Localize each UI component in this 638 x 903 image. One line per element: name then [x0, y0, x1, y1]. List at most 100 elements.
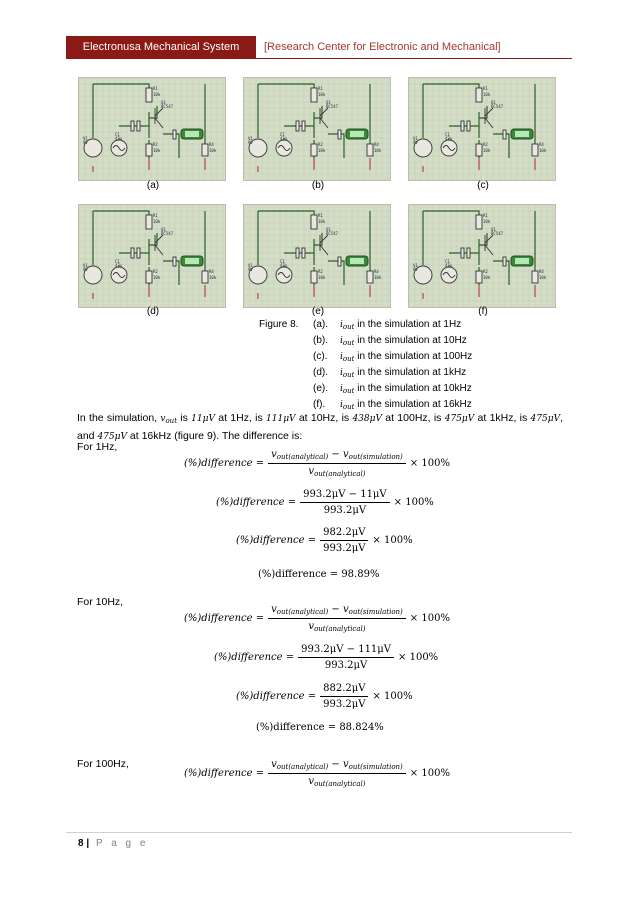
svg-text:10k: 10k	[539, 275, 547, 280]
svg-text:10k: 10k	[374, 148, 382, 153]
svg-text:9V: 9V	[83, 140, 88, 145]
svg-text:10k: 10k	[153, 275, 161, 280]
body-paragraph: In the simulation, vout is 11μV at 1Hz, …	[77, 412, 563, 442]
svg-text:BC547: BC547	[326, 231, 339, 236]
svg-text:R4: R4	[374, 269, 379, 274]
svg-text:10k: 10k	[209, 275, 217, 280]
svg-text:10k: 10k	[318, 148, 326, 153]
figure-caption-prefix: Figure 8.	[259, 319, 299, 330]
caption-item: (f).iout in the simulation at 16kHz	[313, 399, 472, 411]
svg-text:Q1: Q1	[326, 100, 331, 105]
sub-label-d: (d)	[146, 306, 160, 317]
svg-text:10k: 10k	[153, 92, 161, 97]
header-center-title: [Research Center for Electronic and Mech…	[264, 41, 501, 53]
equation-1hz-result: (%)difference = 98.89%	[258, 569, 380, 580]
svg-text:R4: R4	[209, 142, 214, 147]
footer: 8 | P a g e	[78, 838, 148, 849]
svg-text:C1: C1	[445, 259, 450, 264]
equation-10hz-general: (%)difference = vout(analytical) − vout(…	[184, 604, 450, 633]
svg-text:R4: R4	[539, 269, 544, 274]
svg-text:R2: R2	[483, 269, 488, 274]
svg-text:47u: 47u	[280, 263, 288, 268]
svg-text:Q1: Q1	[161, 227, 166, 232]
svg-text:R1: R1	[153, 86, 158, 91]
svg-text:V1: V1	[248, 263, 253, 268]
svg-text:R2: R2	[318, 269, 323, 274]
for-100hz-label: For 100Hz,	[77, 758, 129, 770]
svg-text:Q1: Q1	[491, 100, 496, 105]
svg-text:10k: 10k	[153, 219, 161, 224]
sub-label-e: (e)	[311, 306, 325, 317]
caption-item: (a).iout in the simulation at 1Hz	[313, 319, 462, 331]
svg-text:10k: 10k	[318, 219, 326, 224]
svg-text:10k: 10k	[318, 92, 326, 97]
svg-text:9V: 9V	[413, 267, 418, 272]
svg-text:9V: 9V	[248, 140, 253, 145]
svg-text:BC547: BC547	[491, 231, 504, 236]
sub-label-c: (c)	[477, 180, 489, 191]
svg-text:C1: C1	[280, 132, 285, 137]
svg-text:V1: V1	[83, 136, 88, 141]
svg-text:R1: R1	[318, 213, 323, 218]
svg-text:10k: 10k	[318, 275, 326, 280]
caption-item: (d).iout in the simulation at 1kHz	[313, 367, 467, 379]
footer-separator: |	[86, 838, 90, 849]
svg-text:C1: C1	[115, 259, 120, 264]
figure-caption-list: (a).iout in the simulation at 1Hz (b).io…	[313, 318, 472, 414]
footer-rule	[66, 832, 572, 833]
svg-text:C1: C1	[115, 132, 120, 137]
svg-text:R4: R4	[539, 142, 544, 147]
equation-100hz-general: (%)difference = vout(analytical) − vout(…	[184, 759, 450, 788]
sub-label-b: (b)	[311, 180, 325, 191]
svg-text:10k: 10k	[539, 148, 547, 153]
svg-text:R2: R2	[318, 142, 323, 147]
page-label: P a g e	[95, 838, 149, 849]
svg-text:10k: 10k	[483, 219, 491, 224]
for-10hz-label: For 10Hz,	[77, 596, 124, 608]
svg-text:C1: C1	[445, 132, 450, 137]
svg-text:BC547: BC547	[491, 104, 504, 109]
svg-text:R1: R1	[483, 86, 488, 91]
svg-text:Q1: Q1	[326, 227, 331, 232]
caption-item: (c).iout in the simulation at 100Hz	[313, 351, 473, 363]
svg-text:R2: R2	[153, 269, 158, 274]
svg-text:9V: 9V	[248, 267, 253, 272]
svg-text:V1: V1	[83, 263, 88, 268]
svg-text:10k: 10k	[209, 148, 217, 153]
svg-text:10k: 10k	[153, 148, 161, 153]
svg-text:47u: 47u	[115, 136, 123, 141]
svg-text:Q1: Q1	[491, 227, 496, 232]
svg-text:47u: 47u	[280, 136, 288, 141]
svg-text:R2: R2	[153, 142, 158, 147]
svg-text:V1: V1	[413, 263, 418, 268]
svg-text:V1: V1	[413, 136, 418, 141]
svg-text:Q1: Q1	[161, 100, 166, 105]
svg-text:R2: R2	[483, 142, 488, 147]
svg-text:BC547: BC547	[161, 104, 174, 109]
for-1hz-label: For 1Hz,	[77, 441, 118, 453]
svg-text:47u: 47u	[445, 263, 453, 268]
svg-text:9V: 9V	[83, 267, 88, 272]
svg-text:47u: 47u	[445, 136, 453, 141]
equation-1hz-general: (%)difference = vout(analytical) − vout(…	[184, 449, 450, 478]
caption-item: (b).iout in the simulation at 10Hz	[313, 335, 467, 347]
equation-10hz-result: (%)difference = 88.824%	[256, 722, 384, 733]
svg-text:BC547: BC547	[326, 104, 339, 109]
header-rule	[66, 58, 572, 59]
svg-text:R1: R1	[483, 213, 488, 218]
caption-item: (e).iout in the simulation at 10kHz	[313, 383, 472, 395]
svg-text:C1: C1	[280, 259, 285, 264]
svg-text:10k: 10k	[483, 148, 491, 153]
svg-text:9V: 9V	[413, 140, 418, 145]
sub-label-f: (f)	[478, 306, 488, 317]
svg-text:47u: 47u	[115, 263, 123, 268]
svg-text:10k: 10k	[483, 92, 491, 97]
svg-text:10k: 10k	[374, 275, 382, 280]
